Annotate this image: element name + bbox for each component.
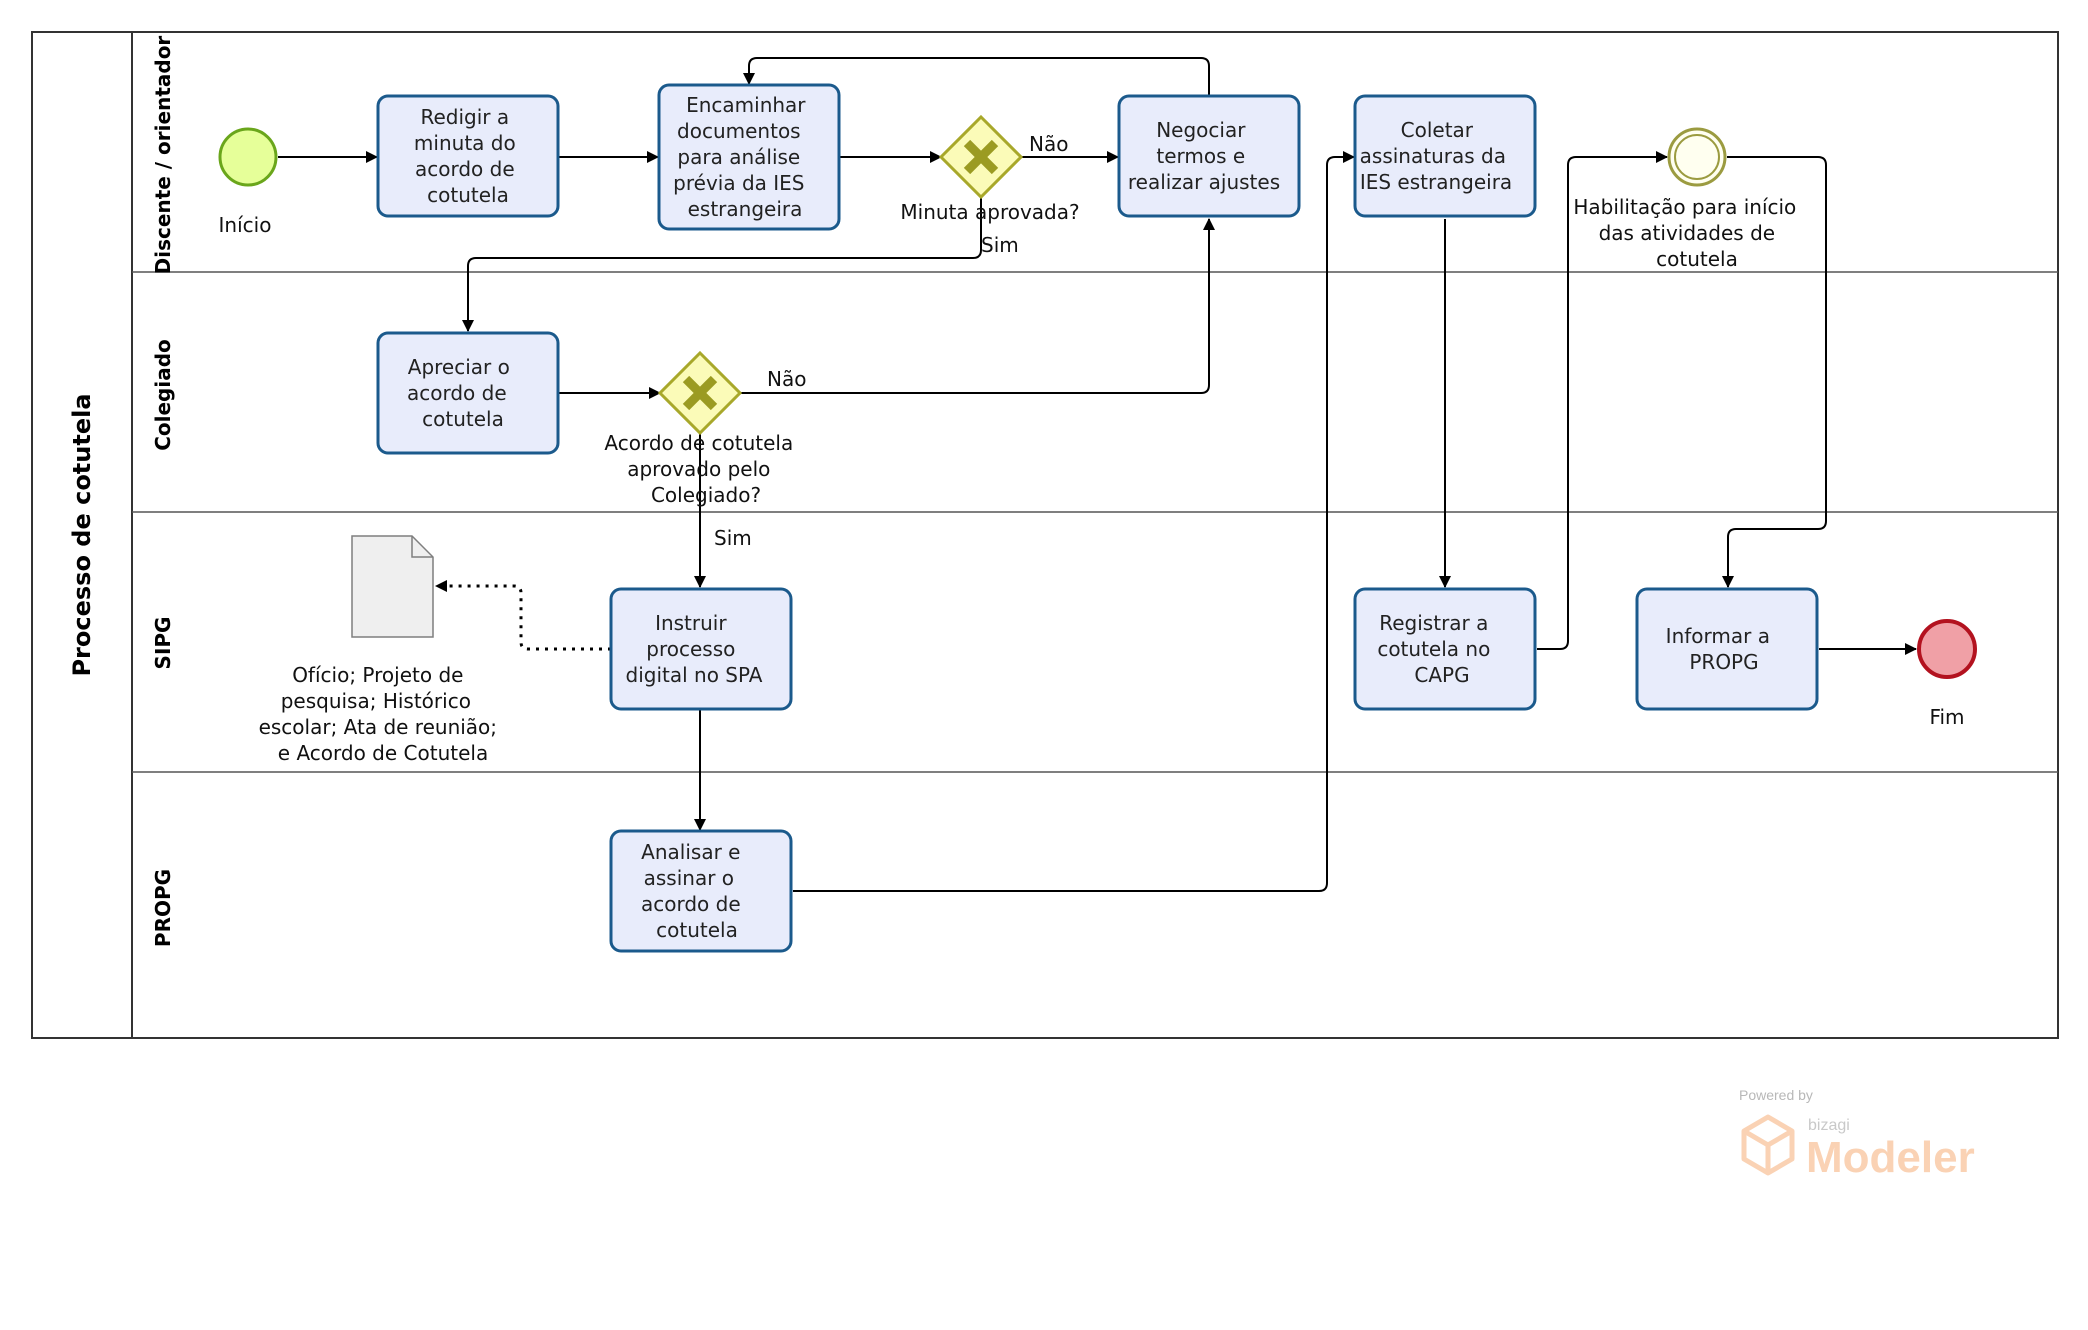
task-line: realizar ajustes (1128, 170, 1280, 194)
task-registrar-cotutela[interactable]: Registrar a cotutela no CAPG (1353, 587, 1537, 711)
task-instruir-processo[interactable]: Instruir processo digital no SPA (609, 587, 793, 711)
flow-gateway1-yes-to-apreciar (462, 197, 982, 332)
task-line: acordo de (415, 157, 515, 181)
task-line: processo (646, 637, 735, 661)
task-line: Informar a (1666, 624, 1770, 648)
task-line: para análise (677, 145, 800, 169)
end-event-label: Fim (1929, 705, 1964, 729)
task-line: assinaturas da (1360, 144, 1506, 168)
task-line: cotutela (656, 918, 738, 942)
data-object-document-icon[interactable] (351, 535, 434, 638)
data-object-label: pesquisa; Histórico (281, 689, 471, 713)
svg-text:Apreciar o acordo de: Apreciar o acordo de cotutela (407, 355, 516, 431)
task-encaminhar-documentos[interactable]: Encaminhar documentos para análise prévi… (657, 83, 841, 231)
task-coletar-assinaturas[interactable]: Coletar assinaturas da IES estrangeira (1353, 94, 1537, 218)
svg-text:Minuta aprovada?: Minuta aprovada? (900, 200, 1079, 224)
task-line: termos e (1156, 144, 1245, 168)
gateway-label: Colegiado? (651, 483, 761, 507)
exclusive-gateway-x-icon (682, 375, 718, 411)
svg-text:Negociar termos e: Negociar termos e realizar ajustes (1128, 118, 1280, 194)
task-redigir-minuta[interactable]: Redigir a minuta do acordo de cotutela (376, 94, 560, 218)
pool-title: Processo de cotutela (68, 393, 96, 676)
task-line: digital no SPA (626, 663, 763, 687)
svg-text:Instruir processo: Instruir processo digital no SPA (626, 611, 763, 687)
lane-label-sipg: SIPG (151, 617, 175, 670)
svg-text:Analisar e assinar o: Analisar e assinar o acordo de cotutela (641, 840, 747, 942)
watermark-brand-text: bizagi (1808, 1117, 1850, 1134)
watermark-powered-text: Powered by (1739, 1087, 1813, 1103)
task-line: documentos (677, 119, 801, 143)
svg-text:Ofício; Projeto de pesquis: Ofício; Projeto de pesquisa; Histórico e… (259, 663, 504, 765)
task-line: Encaminhar (686, 93, 806, 117)
task-line: cotutela (422, 407, 504, 431)
watermark-product-text: Modeler (1806, 1133, 1975, 1182)
start-event[interactable] (218, 127, 278, 187)
gateway-label: Acordo de cotutela (604, 431, 793, 455)
lane-label-discente: Discente / orientador (151, 36, 175, 275)
svg-text:Informar a PROPG: Informar a PROPG (1666, 624, 1777, 674)
task-line: Analisar e (641, 840, 740, 864)
powered-by-watermark: Powered by bizagi Modeler (1739, 1087, 1975, 1182)
task-line: Instruir (655, 611, 727, 635)
start-event-label: Início (219, 213, 272, 237)
lane-label-propg: PROPG (151, 869, 175, 947)
task-line: Registrar a (1379, 611, 1488, 635)
bizagi-cube-icon (1741, 1114, 1795, 1176)
flow-registrar-to-habilitacao (1537, 151, 1668, 650)
flow-negociar-back-to-encaminhar (743, 57, 1210, 95)
task-line: Apreciar o (408, 355, 510, 379)
intermediate-event-label: Habilitação para início (1573, 195, 1796, 219)
task-line: assinar o (644, 866, 734, 890)
lane-label-colegiado: Colegiado (151, 339, 175, 451)
flow-habilitacao-to-informar (1722, 156, 1827, 588)
intermediate-event-label: das atividades de (1599, 221, 1776, 245)
task-line: cotutela (427, 183, 509, 207)
svg-text:Habilitação para início da: Habilitação para início das atividades d… (1573, 195, 1802, 271)
svg-text:Acordo de cotutela aprovad: Acordo de cotutela aprovado pelo Colegia… (604, 431, 799, 507)
svg-text:Coletar assinaturas da: Coletar assinaturas da IES estrangeira (1360, 118, 1513, 194)
flow-label-g2-yes: Sim (714, 526, 752, 550)
flow-analisar-to-coletar (793, 151, 1355, 892)
svg-text:Registrar a cotutela no: Registrar a cotutela no CAPG (1377, 611, 1496, 687)
task-line: Redigir a (420, 105, 509, 129)
task-analisar-assinar[interactable]: Analisar e assinar o acordo de cotutela (609, 829, 793, 953)
intermediate-event-habilitacao[interactable] (1667, 127, 1727, 187)
task-line: PROPG (1689, 650, 1758, 674)
intermediate-event-label: cotutela (1656, 247, 1738, 271)
sequence-flows (278, 57, 1917, 892)
gateway-label: aprovado pelo (627, 457, 770, 481)
task-line: prévia da IES (673, 171, 804, 195)
task-line: Negociar (1156, 118, 1246, 142)
task-line: cotutela no (1377, 637, 1490, 661)
svg-text:Redigir a minuta do: Redigir a minuta do acordo de cotutela (414, 105, 522, 207)
data-association (435, 580, 611, 651)
flow-label-g1-yes: Sim (981, 233, 1019, 257)
task-apreciar-acordo[interactable]: Apreciar o acordo de cotutela (376, 331, 560, 455)
data-object-label: escolar; Ata de reunião; (259, 715, 497, 739)
flow-label-g2-no: Não (767, 367, 806, 391)
end-event[interactable] (1917, 619, 1977, 679)
flow-label-g1-no: Não (1029, 132, 1068, 156)
task-line: IES estrangeira (1360, 170, 1512, 194)
gateway-acordo-aprovado[interactable] (657, 350, 743, 436)
task-line: Coletar (1401, 118, 1474, 142)
task-line: CAPG (1414, 663, 1469, 687)
task-line: acordo de (641, 892, 741, 916)
data-object-label: e Acordo de Cotutela (278, 741, 488, 765)
task-informar-propg[interactable]: Informar a PROPG (1635, 587, 1819, 711)
gateway-label: Minuta aprovada? (900, 200, 1079, 224)
exclusive-gateway-x-icon (963, 139, 999, 175)
svg-text:Encaminhar documentos: Encaminhar documentos para análise prévi… (673, 93, 812, 221)
gateway-minuta-aprovada[interactable] (938, 114, 1024, 200)
task-line: minuta do (414, 131, 516, 155)
flow-gateway2-no-to-negociar (740, 218, 1215, 394)
data-object-label: Ofício; Projeto de (292, 663, 463, 687)
pool: Processo de cotutela Discente / orientad… (31, 31, 2059, 1039)
task-line: acordo de (407, 381, 507, 405)
task-line: estrangeira (688, 197, 803, 221)
task-negociar-termos[interactable]: Negociar termos e realizar ajustes (1117, 94, 1301, 218)
